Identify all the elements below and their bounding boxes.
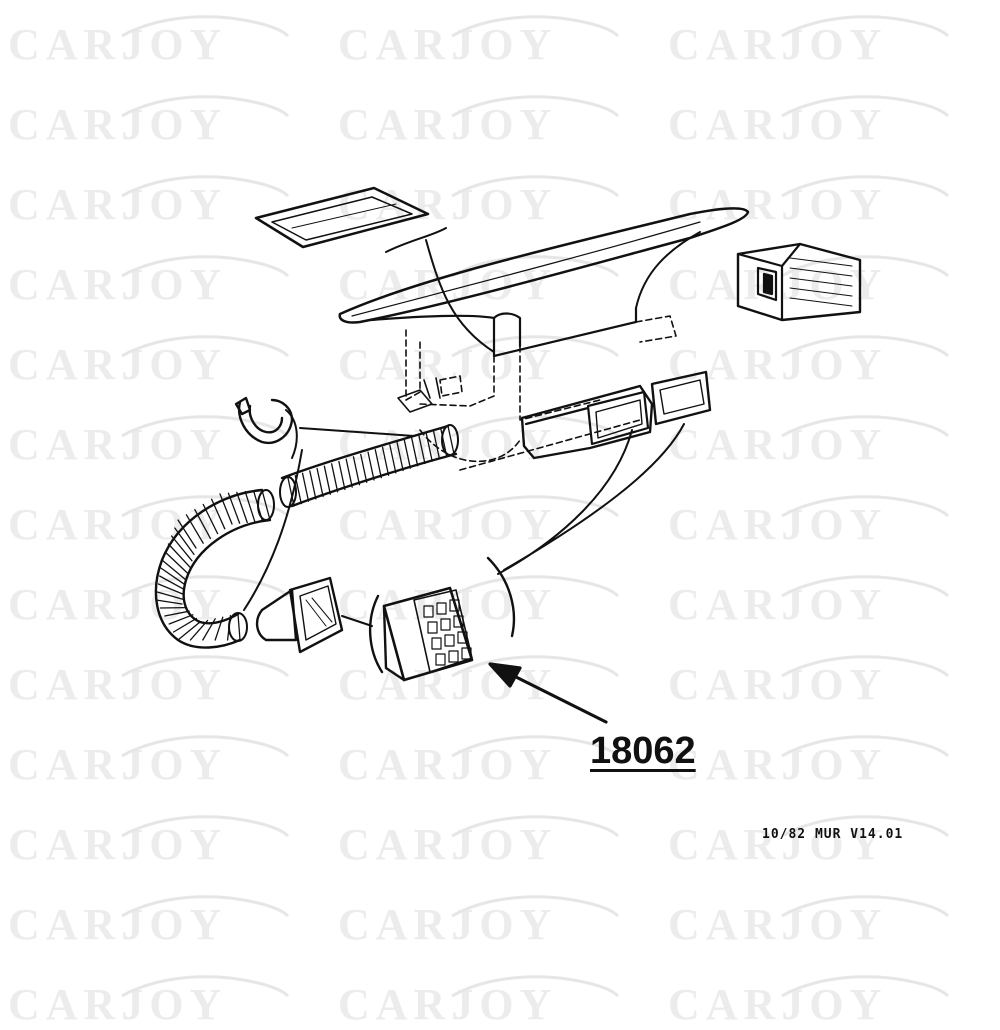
hose-rib bbox=[238, 614, 240, 640]
dashboard-shell bbox=[340, 208, 748, 356]
grille-slot bbox=[436, 654, 445, 665]
leader-line-clip bbox=[286, 410, 414, 458]
hose-rib bbox=[375, 450, 381, 478]
grille-slot bbox=[432, 638, 441, 649]
hose-rib bbox=[404, 440, 410, 468]
hose-rib bbox=[317, 469, 323, 497]
hose-rib bbox=[310, 471, 316, 499]
hose-upper bbox=[280, 425, 458, 507]
hose-rib bbox=[168, 544, 190, 567]
hose-rib bbox=[368, 452, 374, 480]
hose-rib bbox=[412, 438, 418, 466]
hose-rib bbox=[383, 447, 389, 475]
hose-clip bbox=[236, 398, 292, 443]
grille-slot bbox=[428, 622, 437, 633]
hose-rib bbox=[160, 576, 185, 590]
revision-code: 10/82 MUR V14.01 bbox=[762, 827, 903, 842]
bracket-fixings bbox=[398, 378, 440, 412]
hose-rib bbox=[419, 435, 425, 463]
grille-slot bbox=[424, 606, 433, 617]
leader-line-nozzle bbox=[342, 616, 372, 626]
hose-rib bbox=[448, 426, 454, 454]
center-vent-right bbox=[652, 372, 710, 424]
callout-arrow bbox=[490, 664, 606, 722]
side-outlet-box bbox=[738, 244, 860, 320]
vent-grille-18062 bbox=[384, 588, 472, 680]
hose-rib bbox=[156, 600, 182, 604]
hose-rib bbox=[426, 433, 432, 461]
grille-slot bbox=[437, 603, 446, 614]
nozzle-adaptor bbox=[257, 578, 342, 652]
bracket-arc-right bbox=[488, 558, 514, 636]
grille-slot bbox=[441, 619, 450, 630]
hose-rib bbox=[165, 611, 189, 616]
hose-rib bbox=[353, 457, 359, 485]
exploded-diagram bbox=[0, 0, 1000, 1000]
gasket-frame bbox=[256, 188, 428, 247]
hose-rib bbox=[245, 492, 255, 522]
hose-rib bbox=[339, 461, 345, 489]
hose-rib bbox=[186, 515, 203, 543]
grille-slot bbox=[445, 635, 454, 646]
bracket-arc-left bbox=[370, 596, 382, 672]
hose-rib bbox=[254, 491, 263, 521]
hose-rib bbox=[397, 443, 403, 471]
hose-rib bbox=[324, 466, 330, 494]
hose-rib bbox=[332, 464, 338, 492]
grille-slot bbox=[449, 651, 458, 662]
hose-rib bbox=[303, 473, 309, 501]
hose-rib bbox=[262, 490, 270, 520]
hose-rib bbox=[361, 454, 367, 482]
hose-rib bbox=[178, 622, 200, 640]
hose-rib bbox=[215, 617, 223, 640]
hose-rib bbox=[165, 552, 188, 574]
hose-rib bbox=[390, 445, 396, 473]
hose-rib bbox=[237, 492, 247, 522]
part-number-label: 18062 bbox=[590, 730, 696, 773]
hose-rib bbox=[346, 459, 352, 487]
